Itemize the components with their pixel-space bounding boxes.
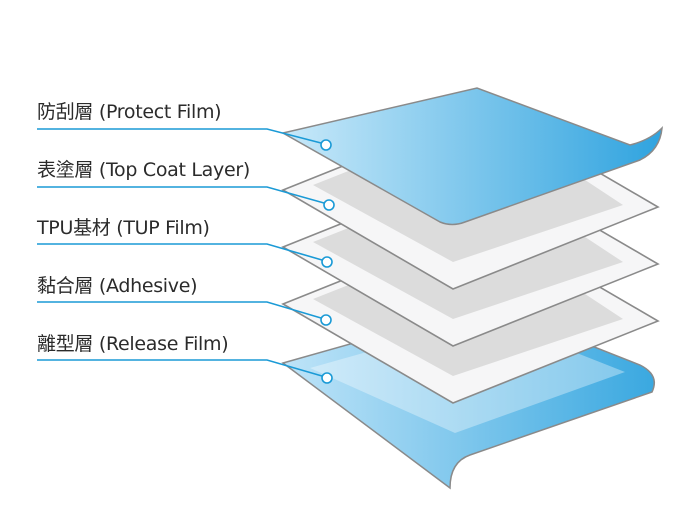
leader-line-adhesive (37, 301, 322, 319)
leader-dot-top-coat-layer (323, 199, 335, 211)
label-tpu-film: TPU基材 (TUP Film) (37, 217, 210, 239)
label-adhesive: 黏合層 (Adhesive) (37, 275, 198, 297)
label-top-coat-layer: 表塗層 (Top Coat Layer) (37, 159, 250, 181)
label-release-film: 離型層 (Release Film) (37, 333, 229, 355)
leader-line-tpu-film (37, 243, 323, 261)
leader-line-release-film (37, 359, 323, 377)
leader-dot-protect-film (320, 139, 332, 151)
protect-film-sheet (280, 87, 663, 226)
label-protect-film: 防刮層 (Protect Film) (37, 101, 222, 123)
leader-dot-release-film (321, 372, 333, 384)
leader-line-top-coat-layer (37, 186, 325, 204)
leader-dot-adhesive (320, 314, 332, 326)
leader-line-protect-film (37, 128, 322, 144)
leader-dot-tpu-film (321, 256, 333, 268)
